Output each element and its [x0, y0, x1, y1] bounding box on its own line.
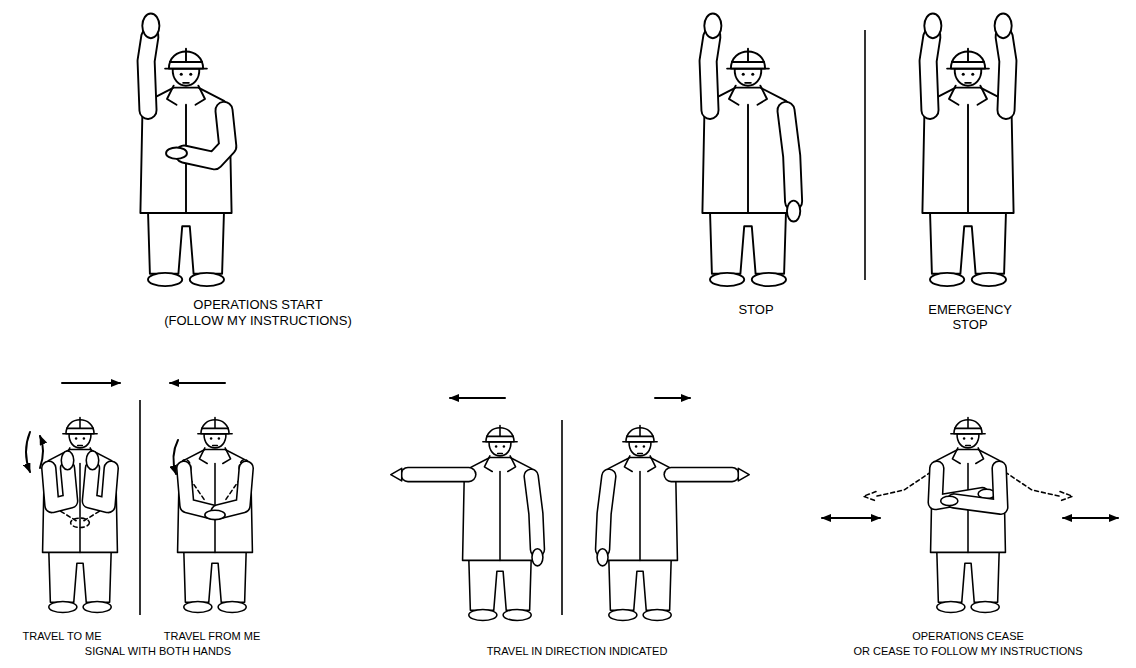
signal-caption: TRAVEL IN DIRECTION INDICATED — [487, 645, 668, 658]
signal-caption: EMERGENCY STOP — [928, 303, 1012, 333]
figure-part — [205, 510, 225, 519]
motion-arrow — [26, 432, 30, 472]
figure-part — [597, 549, 608, 566]
signalman-figure — [43, 417, 118, 612]
figure-part — [61, 451, 73, 470]
figure-part — [89, 468, 111, 505]
figure-part — [786, 110, 794, 201]
direction-arrow — [170, 382, 225, 384]
figure-part — [531, 476, 537, 549]
motion-arrow — [1063, 517, 1118, 519]
signalman-figure — [922, 13, 1013, 286]
signal-caption: TRAVEL FROM ME — [164, 630, 261, 643]
figure-part — [408, 467, 469, 483]
figure-part — [1004, 36, 1008, 110]
signalman-figure — [140, 13, 231, 286]
figure-part — [708, 36, 712, 110]
figure-part — [532, 549, 543, 566]
signal-caption: STOP — [738, 303, 773, 318]
figure-part — [1004, 36, 1008, 110]
figure-part — [603, 425, 678, 620]
figure-part — [708, 36, 712, 110]
figure-part — [787, 201, 800, 222]
figure-part — [178, 417, 253, 612]
figure-part — [49, 468, 71, 505]
figure-part — [954, 468, 1001, 507]
figure-part — [786, 110, 794, 201]
figure-part — [89, 468, 111, 505]
divider-line — [864, 30, 866, 280]
signalman-figure — [863, 417, 1072, 612]
signalman-figure — [702, 13, 800, 286]
figure-part — [928, 36, 932, 110]
signalman-figure — [597, 425, 749, 620]
figure-part — [146, 36, 150, 110]
figure-part — [142, 13, 159, 38]
motion-arrow — [822, 517, 880, 519]
figure-part — [187, 474, 243, 499]
direction-arrow — [62, 382, 120, 384]
signal-caption: OPERATIONS START — [193, 298, 322, 313]
figure-part — [166, 147, 187, 158]
figure-part — [184, 110, 228, 160]
direction-arrow — [450, 397, 505, 399]
figure-part — [71, 518, 90, 527]
figure-part — [391, 468, 402, 480]
signalman-figure — [178, 417, 253, 612]
signalman-figure — [391, 425, 543, 620]
figure-part — [408, 468, 469, 480]
figure-part — [218, 468, 246, 512]
note-text: SIGNAL WITH BOTH HANDS — [85, 645, 231, 658]
figure-part — [43, 417, 118, 612]
figure-part — [704, 13, 721, 38]
figure-part — [671, 467, 732, 483]
figure-part — [184, 110, 228, 160]
figure-part — [463, 425, 538, 620]
figure-part — [603, 476, 609, 549]
figure-part — [954, 468, 1001, 507]
figure-part — [931, 417, 1006, 612]
figure-part — [995, 13, 1012, 38]
figure-part — [184, 468, 212, 512]
figure-part — [531, 476, 537, 549]
figure-part — [49, 468, 71, 505]
figure-part — [928, 36, 932, 110]
figure-part — [86, 451, 98, 470]
motion-arrow — [40, 436, 43, 468]
figure-part — [184, 468, 212, 512]
signal-caption: OPERATIONS CEASE — [912, 630, 1024, 643]
figure-part — [738, 468, 749, 480]
signal-caption: OR CEASE TO FOLLOW MY INSTRUCTIONS — [853, 645, 1082, 658]
figure-part — [603, 476, 609, 549]
figure-part — [924, 13, 941, 38]
figure-part — [941, 496, 958, 505]
direction-arrow — [655, 397, 690, 399]
signal-caption: TRAVEL TO ME — [22, 630, 101, 643]
divider-line — [561, 420, 563, 615]
divider-line — [139, 400, 141, 615]
figure-part — [671, 468, 732, 480]
figure-part — [218, 468, 246, 512]
signal-caption: (FOLLOW MY INSTRUCTIONS) — [164, 314, 352, 329]
figure-part — [146, 36, 150, 110]
